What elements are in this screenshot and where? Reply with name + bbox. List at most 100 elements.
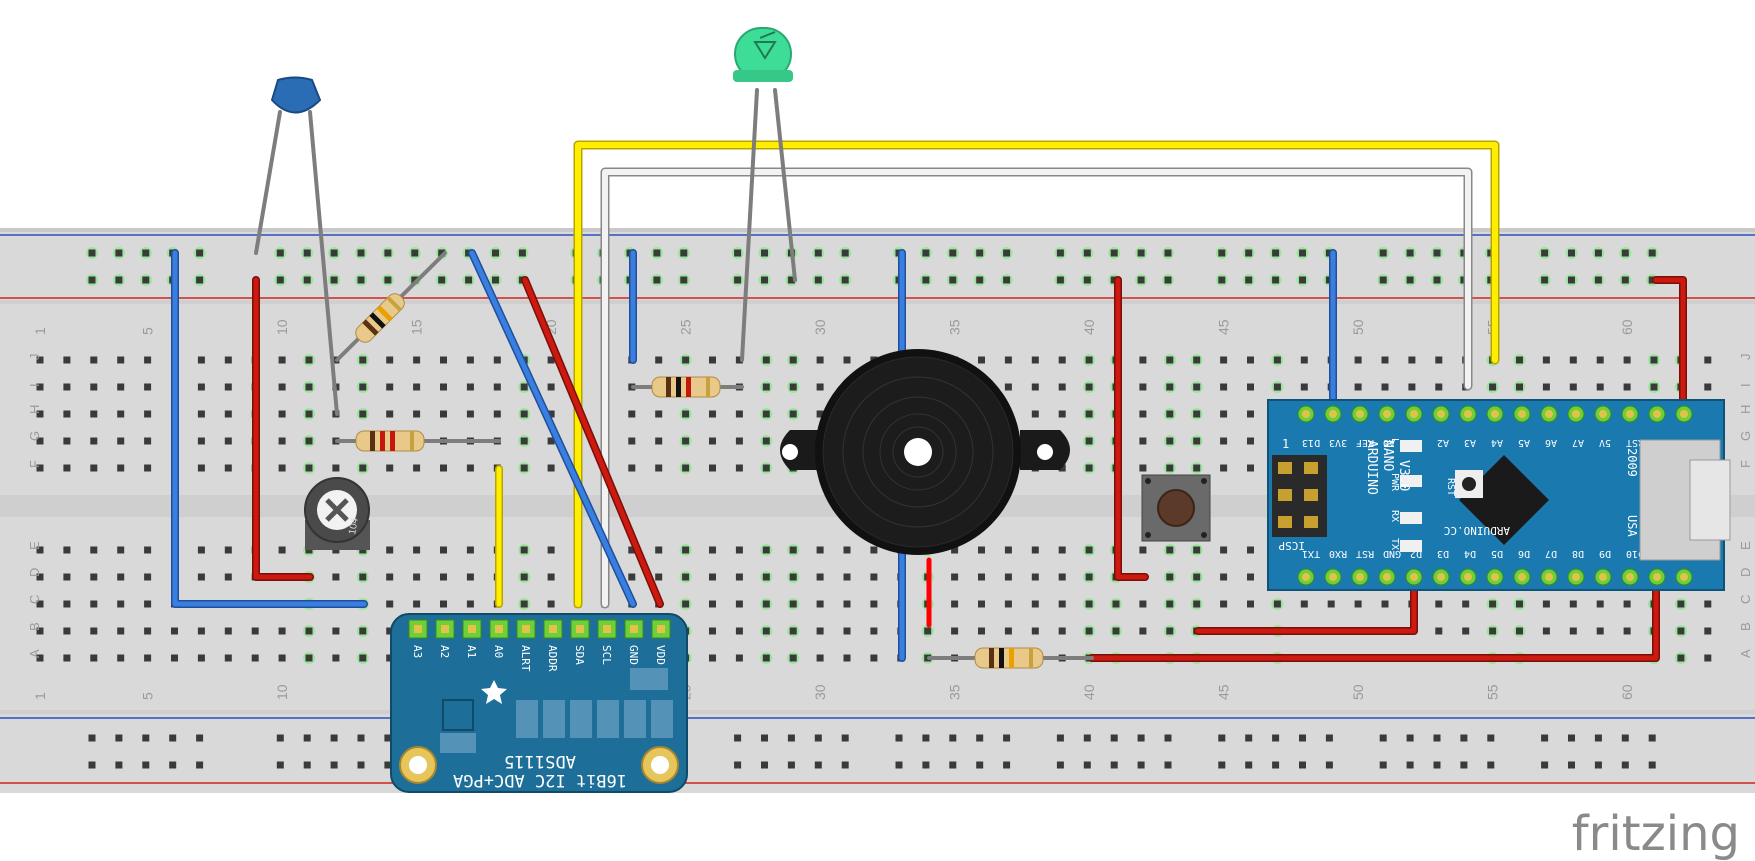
hole xyxy=(787,625,800,637)
hole xyxy=(1004,546,1012,554)
hole xyxy=(547,600,555,608)
hole xyxy=(787,598,800,610)
hole xyxy=(1435,383,1443,391)
hole xyxy=(1435,600,1443,608)
rail-hole xyxy=(1568,761,1575,769)
hole xyxy=(1190,598,1203,610)
hole xyxy=(1083,354,1096,366)
hole xyxy=(1486,381,1499,393)
rail-hole xyxy=(276,734,284,742)
nano-led-label: L xyxy=(1389,438,1400,444)
column-number: 40 xyxy=(1081,684,1097,700)
hole xyxy=(760,381,773,393)
hole xyxy=(518,571,531,583)
rail-hole xyxy=(1245,761,1253,769)
hole xyxy=(1083,435,1096,447)
hole xyxy=(870,546,878,554)
hole xyxy=(1271,381,1284,393)
hole xyxy=(518,408,531,420)
hole xyxy=(36,437,44,445)
rail-hole xyxy=(1003,761,1011,769)
hole xyxy=(1220,546,1228,554)
rail-hole xyxy=(330,761,338,769)
ads1115-pin-label: ALRT xyxy=(519,645,532,672)
hole xyxy=(760,652,773,664)
rail-hole xyxy=(1083,734,1091,742)
rail-hole xyxy=(922,734,930,742)
hole xyxy=(1704,600,1712,608)
nano-bottom-pin-label: D9 xyxy=(1599,548,1611,559)
hole xyxy=(1569,383,1577,391)
hole xyxy=(1596,383,1604,391)
nano-top-pin-label: D13 xyxy=(1302,437,1320,448)
row-letter: I xyxy=(27,383,42,387)
hole xyxy=(1058,383,1066,391)
rail-hole xyxy=(1406,761,1414,769)
hole xyxy=(1139,437,1147,445)
hole xyxy=(679,544,692,556)
rail-hole xyxy=(303,761,311,769)
hole xyxy=(386,573,394,581)
rail-hole xyxy=(1377,247,1390,259)
hole xyxy=(709,546,716,554)
hole xyxy=(117,410,125,418)
hole xyxy=(1704,356,1712,364)
rail-hole xyxy=(758,247,771,259)
hole xyxy=(1139,546,1147,554)
row-letter: D xyxy=(27,568,42,577)
hole xyxy=(1247,546,1254,554)
hole xyxy=(870,573,878,581)
rail-hole xyxy=(1162,274,1174,286)
hole xyxy=(466,546,474,554)
hole xyxy=(1704,627,1712,635)
hole xyxy=(978,356,985,364)
rail-hole xyxy=(115,734,123,742)
row-letter: E xyxy=(1738,541,1753,550)
hole xyxy=(197,356,205,364)
rail-hole xyxy=(1108,247,1121,259)
hole xyxy=(518,462,531,474)
green-led xyxy=(733,27,793,82)
row-letter: B xyxy=(27,622,42,631)
hole xyxy=(760,462,773,474)
column-number: 45 xyxy=(1216,684,1232,700)
hole xyxy=(1271,598,1284,610)
rail-hole xyxy=(1487,761,1495,769)
hole xyxy=(760,544,773,556)
hole xyxy=(787,571,800,583)
hole xyxy=(117,356,125,364)
hole xyxy=(547,437,555,445)
hole xyxy=(1190,354,1203,366)
rail-hole xyxy=(731,247,744,259)
hole xyxy=(197,437,205,445)
hole xyxy=(171,627,178,635)
rail-hole xyxy=(1081,247,1094,259)
hole xyxy=(1596,627,1604,635)
rail-hole xyxy=(1594,761,1602,769)
column-number: 60 xyxy=(1619,319,1635,335)
hole xyxy=(466,464,474,472)
nano-bottom-pin-label: GND xyxy=(1383,548,1401,559)
rail-hole xyxy=(139,247,152,259)
hole xyxy=(171,654,178,662)
rail-hole xyxy=(408,274,421,286)
arduino-nano-pins: D133V3REFA0A1A2A3A4A5A6A75VRSTGNDVINTX1R… xyxy=(1297,405,1698,586)
hole xyxy=(117,573,125,581)
hole xyxy=(709,437,716,445)
rail-hole xyxy=(489,247,502,259)
column-number: 50 xyxy=(1350,319,1366,335)
rail-hole xyxy=(895,761,903,769)
hole xyxy=(278,654,286,662)
hole xyxy=(356,354,369,366)
rail-hole xyxy=(1003,734,1011,742)
hole xyxy=(1190,381,1203,393)
hole xyxy=(1623,600,1631,608)
row-letter: G xyxy=(27,431,42,441)
hole xyxy=(1083,571,1096,583)
rail-hole xyxy=(274,247,287,259)
column-number: 1 xyxy=(32,692,48,700)
ads1115-pin-label: A3 xyxy=(411,645,424,658)
hole xyxy=(144,464,152,472)
rail-hole xyxy=(1135,247,1148,259)
hole xyxy=(386,383,394,391)
